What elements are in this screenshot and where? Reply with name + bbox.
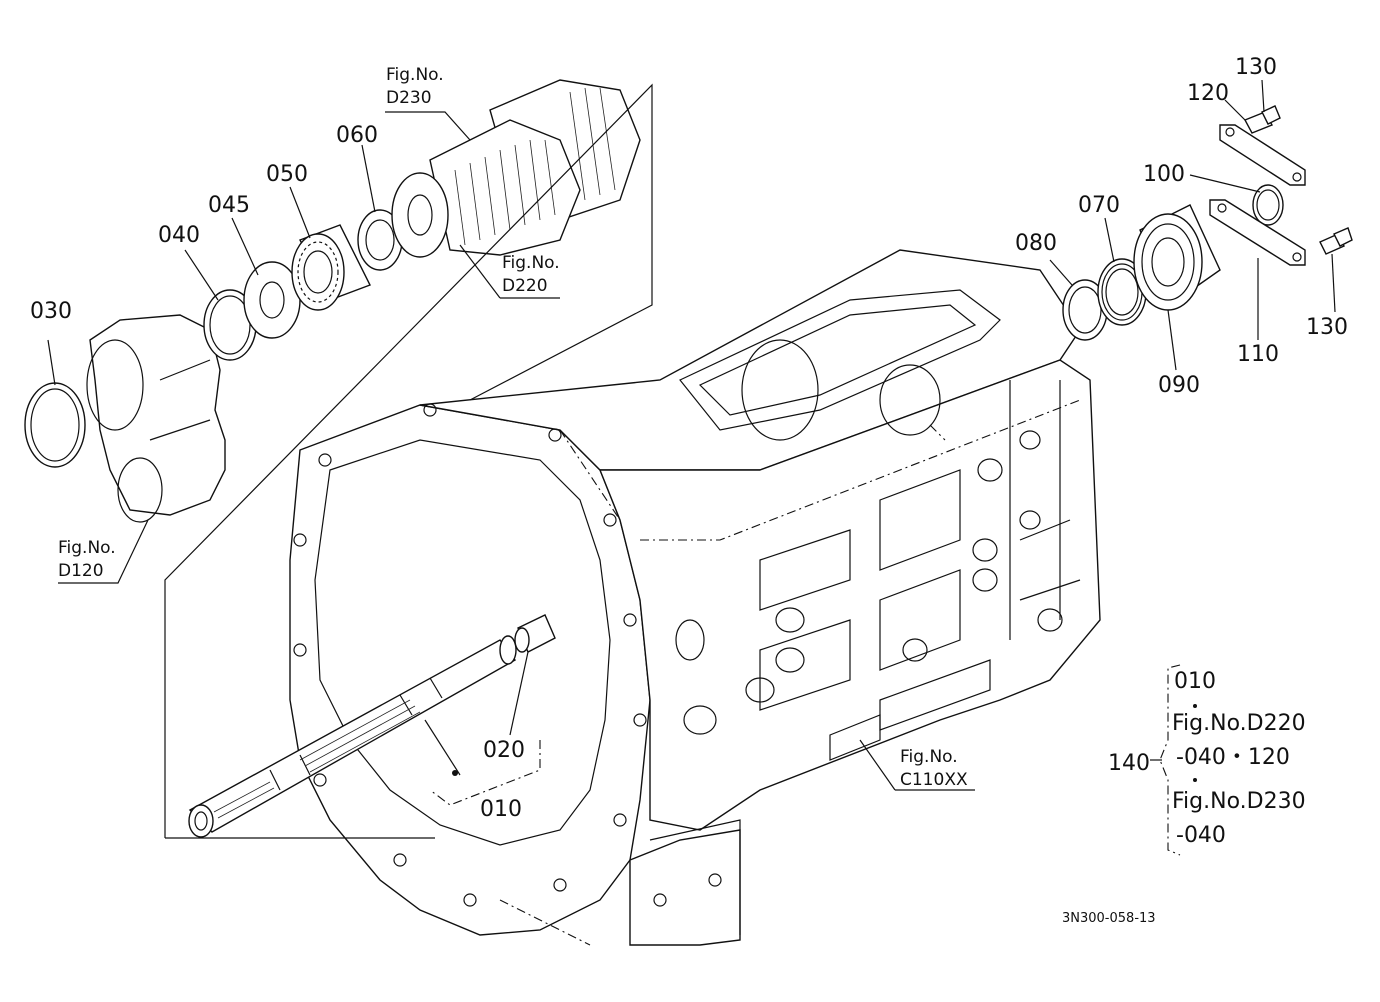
- drawing-code: 3N300-058-13: [1062, 911, 1156, 926]
- kit-140-line5: -040: [1176, 823, 1226, 848]
- callout-130-lower: 130: [1306, 315, 1348, 340]
- callout-130-upper: 130: [1235, 55, 1277, 80]
- callout-030: 030: [30, 299, 72, 324]
- fig-ref-c110xx-line2: C110XX: [900, 770, 968, 790]
- callout-020: 020: [483, 738, 525, 763]
- bearing-090: [1133, 204, 1221, 311]
- leader-lines: [47, 79, 1336, 839]
- callout-080: 080: [1015, 231, 1057, 256]
- callout-120: 120: [1187, 81, 1229, 106]
- fig-ref-d230-line1: Fig.No.: [386, 65, 444, 85]
- fig-ref-d120-line2: D120: [58, 561, 104, 581]
- fig-ref-c110xx-line1: Fig.No.: [900, 747, 958, 767]
- snap-ring-100: [1252, 184, 1284, 226]
- callout-070: 070: [1078, 193, 1120, 218]
- callout-110: 110: [1237, 342, 1279, 367]
- callout-090: 090: [1158, 373, 1200, 398]
- kit-140-line2: Fig.No.D220: [1172, 711, 1306, 736]
- transmission-case: [289, 249, 1101, 946]
- callout-050: 050: [266, 162, 308, 187]
- main-shaft: [188, 635, 517, 838]
- oil-seal: [1097, 258, 1147, 326]
- callout-labels: 030 040 045 050 060 020 010 080 070 090 …: [30, 55, 1348, 822]
- callout-045: 045: [208, 193, 250, 218]
- gear-cluster: [391, 79, 641, 258]
- circlip: [24, 382, 86, 468]
- callout-010: 010: [480, 797, 522, 822]
- plate-120: [1219, 124, 1306, 186]
- plate-110: [1209, 199, 1306, 266]
- fig-ref-d220-line2: D220: [502, 276, 548, 296]
- kit-140-line3: -040・120: [1176, 745, 1290, 770]
- bush: [514, 614, 556, 653]
- kit-140-bracket: [1150, 664, 1197, 856]
- figure-references: Fig.No. D230 Fig.No. D220 Fig.No. D120 F…: [58, 65, 968, 790]
- kit-140-contents: 010 Fig.No.D220 -040・120 Fig.No.D230 -04…: [1172, 669, 1306, 848]
- bearing-housing: [86, 314, 226, 523]
- bolt-130-upper: [1244, 105, 1281, 134]
- ball-bearing: [291, 224, 371, 311]
- bolt-130-lower: [1319, 227, 1353, 255]
- fig-ref-d220-line1: Fig.No.: [502, 253, 560, 273]
- kit-140-line1: 010: [1174, 669, 1216, 694]
- kit-140-line4: Fig.No.D230: [1172, 789, 1306, 814]
- callout-100: 100: [1143, 162, 1185, 187]
- callout-060: 060: [336, 123, 378, 148]
- fig-ref-d120-line1: Fig.No.: [58, 538, 116, 558]
- callout-140: 140: [1108, 751, 1150, 776]
- callout-040: 040: [158, 223, 200, 248]
- fig-ref-d230-line2: D230: [386, 88, 432, 108]
